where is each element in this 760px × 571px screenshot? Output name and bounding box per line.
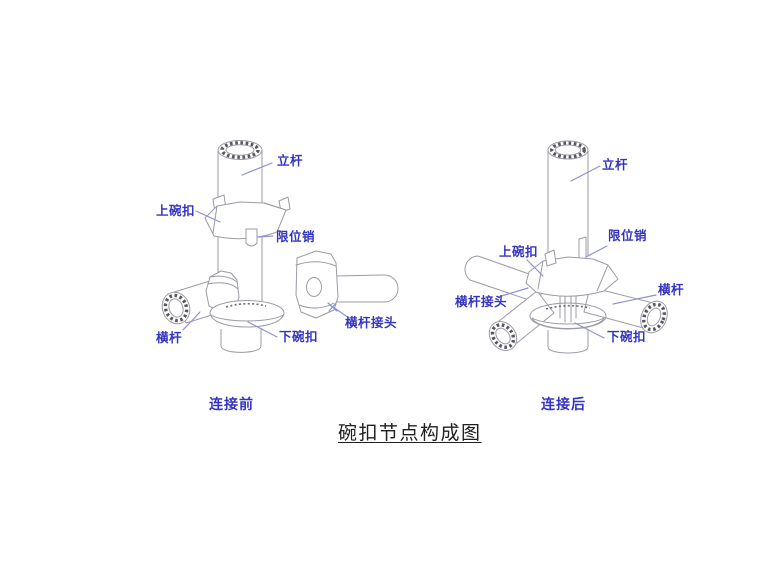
left-leader-lines xyxy=(182,162,350,338)
left-label-pole: 立杆 xyxy=(277,154,304,168)
right-leader-lines xyxy=(497,165,657,339)
left-diagram xyxy=(161,140,399,353)
left-standing-pole-drawing xyxy=(217,140,263,305)
right-label-upper-bowl: 上碗扣 xyxy=(499,245,539,259)
right-label-ledger: 横杆 xyxy=(658,283,685,297)
right-pole-bottom-drawing xyxy=(547,329,589,354)
left-label-ledger: 横杆 xyxy=(156,331,183,345)
right-standing-pole-drawing xyxy=(547,140,589,263)
left-limit-pin-drawing xyxy=(245,228,258,247)
caption-after-connection: 连接后 xyxy=(541,396,586,412)
right-upper-bowl-drawing xyxy=(525,249,619,297)
left-label-limit-pin: 限位销 xyxy=(276,230,316,244)
left-lower-bowl-drawing xyxy=(209,300,285,328)
figure-title: 碗扣节点构成图 xyxy=(338,422,482,444)
left-ledger-joint-drawing xyxy=(295,250,399,319)
caption-before-connection: 连接前 xyxy=(209,396,254,412)
right-back-ledger-drawing xyxy=(464,255,547,304)
right-lower-bowl-drawing xyxy=(529,302,607,330)
left-pole-bottom-drawing xyxy=(220,328,262,353)
left-label-upper-bowl: 上碗扣 xyxy=(156,204,196,218)
left-label-lower-bowl: 下碗扣 xyxy=(279,330,319,344)
right-label-ledger-joint: 横杆接头 xyxy=(455,295,508,309)
right-front-right-ledger-drawing xyxy=(583,286,668,334)
left-label-ledger-joint: 横杆接头 xyxy=(345,316,398,330)
right-diagram xyxy=(464,140,668,354)
right-front-left-ledger-drawing xyxy=(488,290,555,351)
right-label-pole: 立杆 xyxy=(602,158,629,172)
right-label-limit-pin: 限位销 xyxy=(608,229,648,243)
right-label-lower-bowl: 下碗扣 xyxy=(607,330,647,344)
